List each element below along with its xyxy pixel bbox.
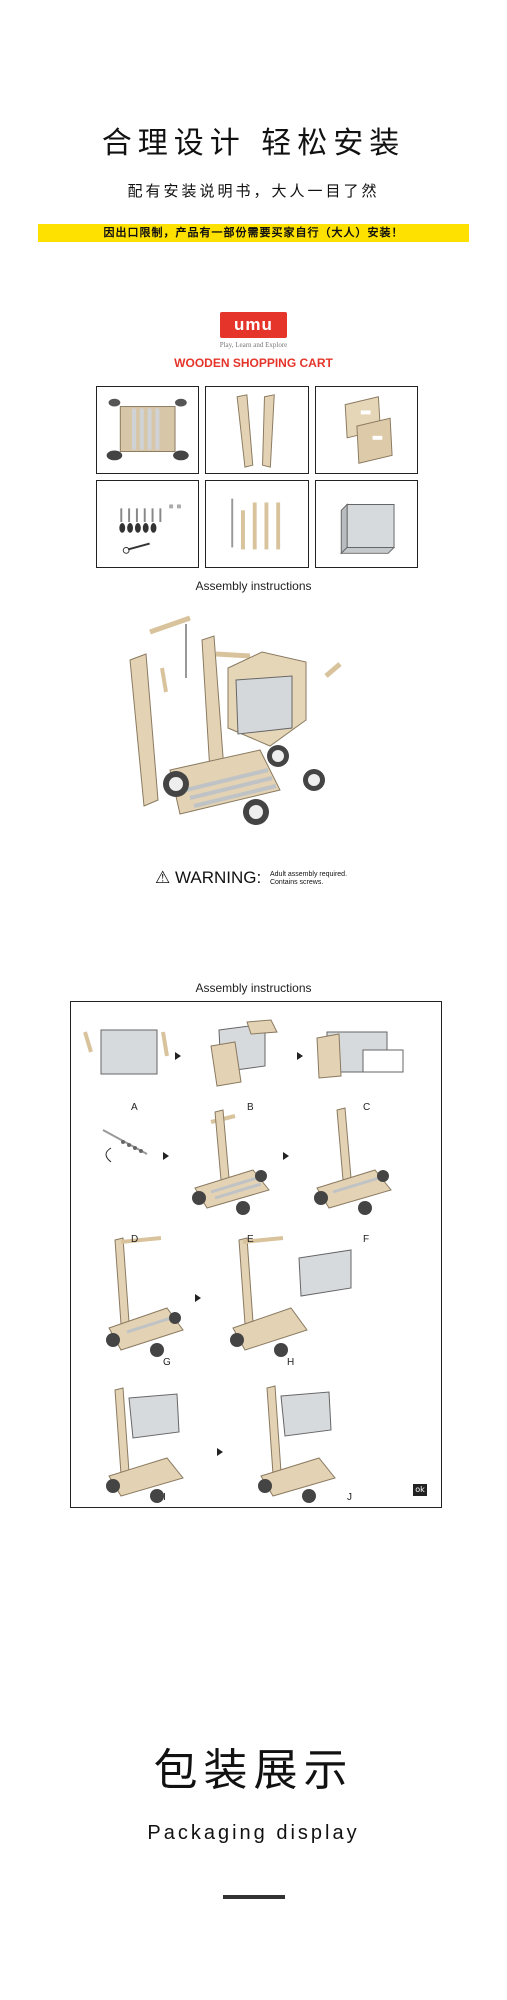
divider-bar <box>223 1895 285 1899</box>
step-label-g: G <box>163 1357 171 1368</box>
step-label-f: F <box>363 1234 370 1245</box>
exploded-cart-diagram <box>129 615 342 825</box>
parts-cell-hardware <box>96 480 200 568</box>
export-notice-banner: 因出口限制，产品有一部份需要买家自行（大人）安装！ <box>38 224 469 242</box>
parts-cell-side-panels <box>314 386 418 474</box>
assembly-steps-diagram <box>83 1019 404 1503</box>
warning-detail: Adult assembly required.Contains screws. <box>269 870 348 886</box>
step-label-h: H <box>287 1357 295 1368</box>
packaging-subtitle: Packaging display <box>147 1822 360 1844</box>
packaging-title: 包装展示 <box>153 1745 354 1796</box>
step-label-i: I <box>163 1492 166 1503</box>
assembly-steps-frame: A B C D E F G H I J ok <box>70 1001 442 1508</box>
parts-cell-handles <box>205 386 309 474</box>
parts-cell-box <box>314 480 418 568</box>
step-label-e: E <box>247 1234 254 1245</box>
umu-logo: umu <box>220 312 287 338</box>
ok-badge: ok <box>413 1484 427 1496</box>
parts-cell-dowels <box>205 480 309 568</box>
product-name: WOODEN SHOPPING CART <box>174 356 333 370</box>
assembly-title-1: Assembly instructions <box>195 579 312 593</box>
storage-box-illustration <box>339 503 395 555</box>
warning-label: WARNING: <box>174 868 262 887</box>
base-frame-illustration <box>106 398 189 461</box>
handle-posts-illustration <box>236 394 276 468</box>
parts-grid <box>96 386 418 568</box>
step-label-b: B <box>247 1102 254 1113</box>
logo-text: umu <box>234 315 273 334</box>
page-subtitle: 配有安装说明书，大人一目了然 <box>127 182 380 200</box>
side-panels-illustration <box>344 396 393 464</box>
warning-triangle-icon: ⚠ <box>155 868 171 887</box>
brand-tagline: Play, Learn and Explore <box>219 341 288 349</box>
warning-notice: ⚠ WARNING: Adult assembly required.Conta… <box>155 868 347 888</box>
hardware-screws-illustration <box>119 504 181 554</box>
assembly-title-2: Assembly instructions <box>195 981 312 995</box>
dowels-illustration <box>231 498 281 550</box>
step-label-c: C <box>363 1102 371 1113</box>
page-title: 合理设计 轻松安装 <box>101 126 406 161</box>
step-label-d: D <box>131 1234 139 1245</box>
step-label-a: A <box>131 1102 138 1113</box>
parts-cell-base <box>96 386 200 474</box>
step-label-j: J <box>347 1492 352 1503</box>
